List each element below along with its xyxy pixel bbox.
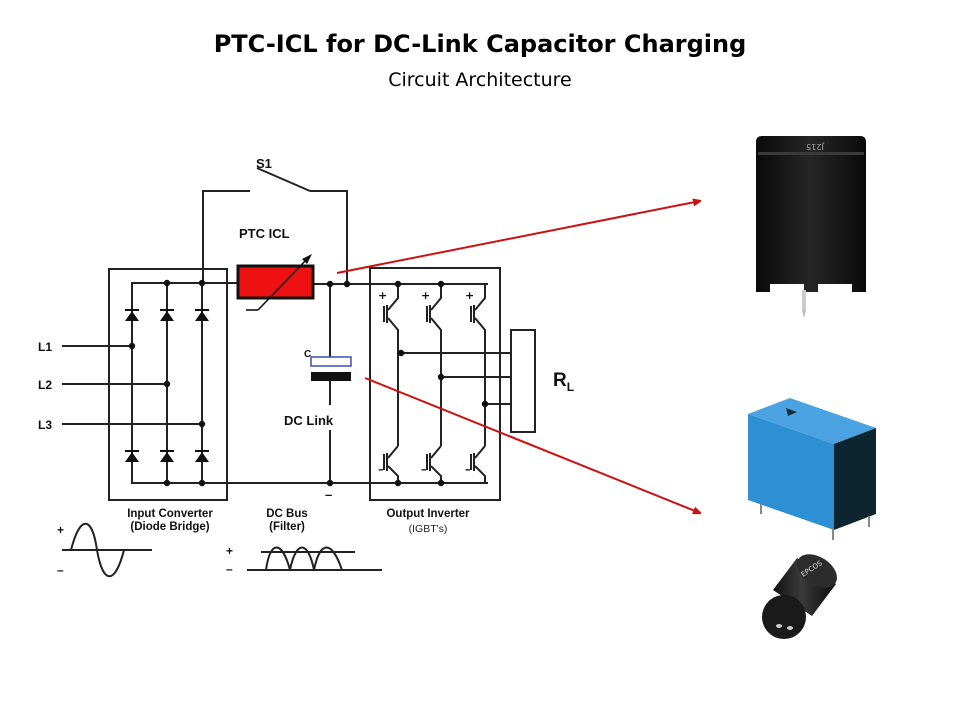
dc-minus-sign: – — [226, 562, 233, 576]
ac-input-waveform — [62, 522, 152, 578]
output-inverter-box — [369, 267, 501, 501]
dc-bus-waveform — [247, 546, 382, 571]
dc-minus-label: – — [325, 487, 332, 502]
l3-label: L3 — [38, 418, 52, 432]
bridge-top-rail — [131, 282, 238, 305]
junction-dot — [163, 380, 171, 388]
section-output-inverter: Output Inverter — [386, 508, 470, 520]
junction-dot — [128, 342, 136, 350]
slide-subtitle: Circuit Architecture — [388, 69, 572, 91]
junction-dot — [163, 279, 171, 287]
diode-icon — [125, 450, 139, 462]
dc-link-cap-plate-positive — [310, 356, 352, 367]
load-resistor-rl — [510, 329, 536, 433]
film-capacitor-component-image — [748, 398, 876, 540]
igbt-leg: +– — [421, 284, 442, 483]
junction-dot — [394, 479, 402, 487]
igbt-minus-sign: – — [378, 463, 384, 476]
junction-dot — [326, 280, 334, 288]
dc-link-label: DC Link — [284, 413, 334, 428]
diode-icon — [160, 309, 174, 321]
ptc-variable-arrow — [257, 257, 309, 311]
arrow-to-capacitors — [364, 377, 700, 513]
dc-plus-sign: + — [226, 544, 233, 558]
diode-bridge — [125, 309, 209, 462]
junction-dot — [198, 479, 206, 487]
ptc-arrowhead-icon — [302, 254, 312, 264]
ptc-icl-label: PTC ICL — [239, 226, 290, 241]
junction-dot — [163, 479, 171, 487]
junction-dot — [481, 400, 489, 408]
ac-minus-sign: – — [57, 563, 64, 577]
l2-label: L2 — [38, 378, 52, 392]
junction-dot — [437, 280, 445, 288]
s1-label: S1 — [256, 156, 272, 171]
junction-dot — [394, 280, 402, 288]
s1-switch-blade — [256, 167, 311, 192]
slide-title: PTC-ICL for DC-Link Capacitor Charging — [213, 30, 747, 58]
ptc-icl-component-image: J215 — [756, 136, 866, 318]
section-input-converter-sub: (Diode Bridge) — [130, 521, 209, 533]
igbt-leg: +– — [465, 284, 486, 483]
igbt-plus-sign: + — [421, 289, 430, 302]
junction-dot — [437, 479, 445, 487]
diode-icon — [195, 450, 209, 462]
capacitor-label: C — [304, 349, 311, 360]
rl-main: R — [553, 370, 567, 391]
rl-label: RL — [553, 370, 574, 394]
igbt-plus-sign: + — [378, 289, 387, 302]
s1-wire-left — [202, 190, 250, 283]
diode-icon — [125, 309, 139, 321]
bridge-bottom-rail — [131, 460, 370, 484]
junction-dot — [198, 420, 206, 428]
s1-wire-right — [310, 190, 348, 284]
junction-dot — [198, 279, 206, 287]
igbt-plus-sign: + — [465, 289, 474, 302]
section-dc-bus: DC Bus — [266, 508, 308, 520]
junction-dot — [397, 349, 405, 357]
section-dc-bus-sub: (Filter) — [269, 521, 305, 533]
junction-dot — [437, 373, 445, 381]
igbt-minus-sign: – — [465, 463, 471, 476]
section-output-inverter-sub: (IGBT's) — [409, 523, 448, 535]
rl-subscript: L — [567, 380, 574, 394]
ptc-icl-resistor — [236, 264, 315, 300]
ac-plus-sign: + — [57, 523, 64, 537]
dc-link-cap-plate-negative — [311, 372, 351, 381]
diode-icon — [160, 450, 174, 462]
ptc-part-marking: J215 — [806, 142, 825, 151]
junction-dot — [343, 280, 351, 288]
junction-dot — [326, 479, 334, 487]
electrolytic-capacitor-component-image: EPCOS — [762, 554, 837, 639]
section-input-converter: Input Converter — [127, 508, 213, 520]
diode-icon — [195, 309, 209, 321]
igbt-minus-sign: – — [421, 463, 427, 476]
igbt-legs: +–+–+– — [378, 284, 486, 483]
arrow-to-ptc-part — [336, 201, 700, 274]
l1-label: L1 — [38, 340, 52, 354]
